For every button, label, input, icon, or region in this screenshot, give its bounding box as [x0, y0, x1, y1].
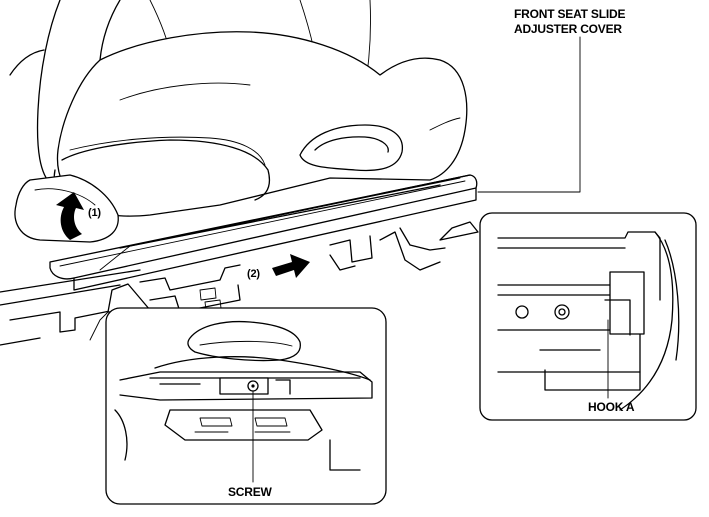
arrow-step-2 — [272, 254, 310, 278]
hook-a-detail-box — [479, 212, 697, 421]
front-seat-slide-adjuster-cover — [49, 174, 478, 291]
hook-a-label: HOOK A — [588, 400, 635, 414]
cover-label-line-2: ADJUSTER COVER — [514, 22, 622, 36]
step-2-label: (2) — [247, 268, 260, 280]
screw-label: SCREW — [228, 485, 272, 499]
screw-detail-box — [105, 307, 387, 505]
front-seat-slide-adjuster-cover-label: FRONT SEAT SLIDE ADJUSTER COVER — [514, 7, 625, 37]
cover-label-line-1: FRONT SEAT SLIDE — [514, 7, 626, 21]
arrow-step-1 — [56, 192, 84, 240]
hook-callout-pointer — [439, 221, 479, 241]
seat-cushion — [53, 31, 468, 217]
cover-leader-line — [477, 36, 581, 193]
step-1-label: (1) — [88, 207, 101, 219]
